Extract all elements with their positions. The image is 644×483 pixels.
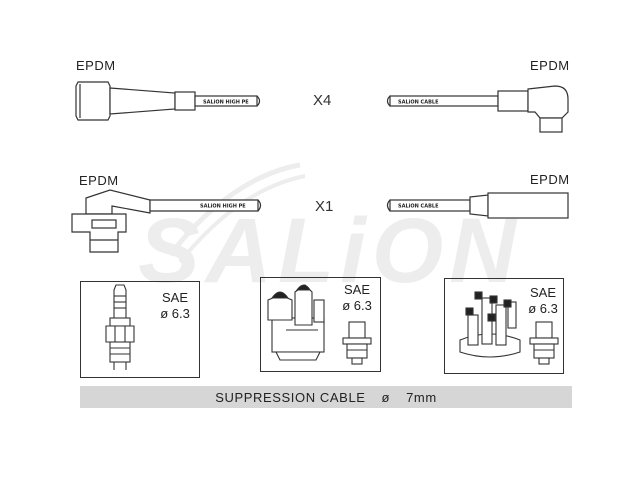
bottom-cable-right-end xyxy=(386,192,569,219)
bottom-cable-quantity: X1 xyxy=(315,198,334,215)
top-cable-quantity: X4 xyxy=(313,92,332,109)
terminal-2-illustration xyxy=(342,321,372,365)
bottom-left-material-label: EPDM xyxy=(79,173,119,188)
terminal-box-3 xyxy=(444,278,564,374)
diameter-symbol: ø xyxy=(381,389,391,405)
banner-text: SUPPRESSION CABLE xyxy=(215,389,366,405)
terminal-3-size: ø 6.3 xyxy=(528,301,558,316)
terminal-3-illustration xyxy=(529,321,559,365)
bottom-cable-left-end xyxy=(71,189,262,253)
terminal-2-size: ø 6.3 xyxy=(342,298,372,313)
watermark-logo: SALiON xyxy=(138,162,516,302)
suppression-cable-banner: SUPPRESSION CABLE ø 7mm xyxy=(80,386,572,408)
distributor-cap-multi-illustration xyxy=(459,291,521,358)
terminal-1-size: ø 6.3 xyxy=(160,306,190,321)
top-right-material-label: EPDM xyxy=(530,58,570,73)
distributor-cap-illustration xyxy=(267,284,325,361)
top-right-cable-print: SALiON CABLE xyxy=(398,100,439,106)
terminal-2-spec: SAE ø 6.3 xyxy=(332,282,382,314)
terminal-1-spec: SAE ø 6.3 xyxy=(150,290,200,322)
top-cable-left-end xyxy=(75,81,261,121)
terminal-3-standard: SAE xyxy=(529,285,556,300)
top-left-material-label: EPDM xyxy=(76,58,116,73)
terminal-2-standard: SAE xyxy=(343,282,370,297)
terminal-1-standard: SAE xyxy=(161,290,188,305)
top-cable-right-end xyxy=(386,85,569,133)
bottom-right-cable-print: SALiON CABLE xyxy=(398,204,439,210)
terminal-box-1 xyxy=(80,281,200,378)
top-left-cable-print: SALiON HIGH PE xyxy=(203,100,249,106)
spark-plug-illustration xyxy=(105,284,135,370)
diameter-value: 7mm xyxy=(406,389,437,405)
terminal-3-spec: SAE ø 6.3 xyxy=(518,285,568,317)
terminal-box-2 xyxy=(260,277,381,372)
bottom-left-cable-print: SALiON HIGH PE xyxy=(200,204,246,210)
bottom-right-material-label: EPDM xyxy=(530,172,570,187)
